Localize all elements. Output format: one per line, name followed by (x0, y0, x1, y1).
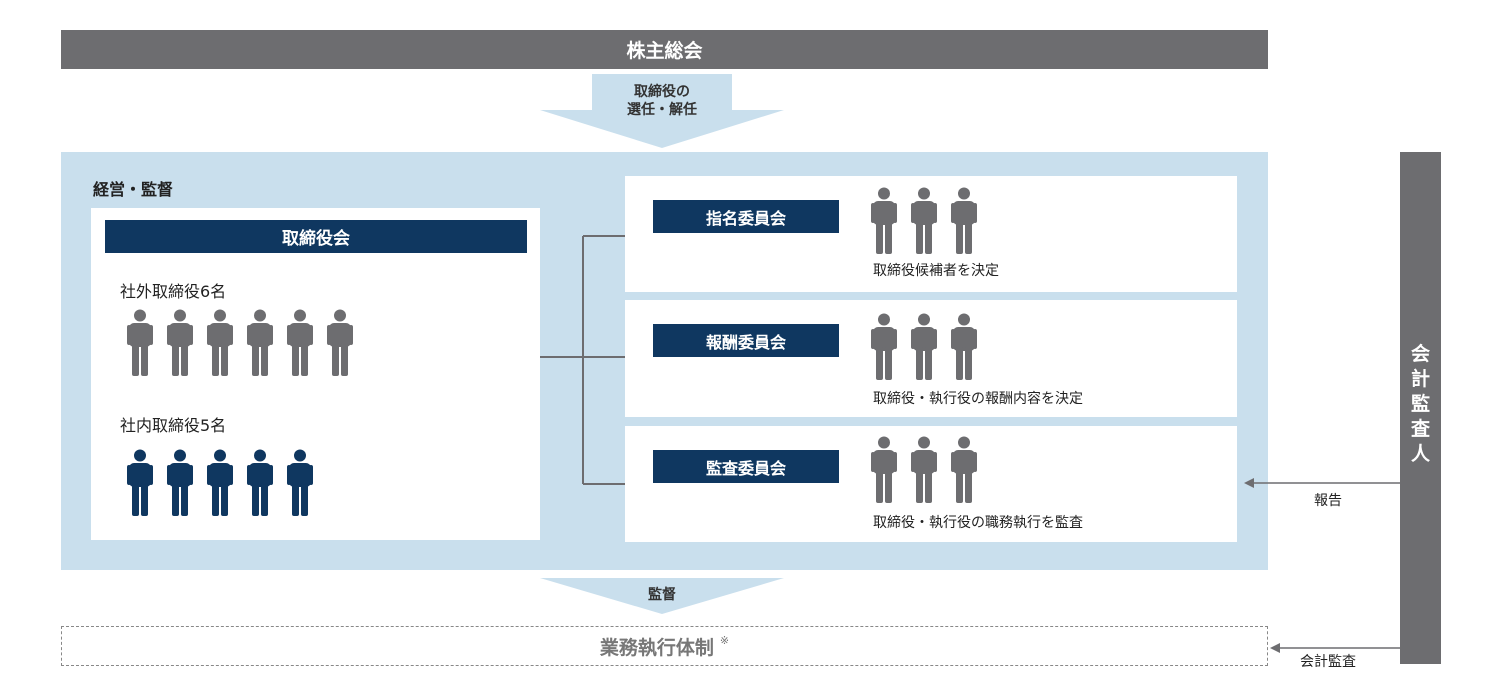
person-icon (911, 187, 937, 254)
person-icon (247, 309, 273, 376)
person-icon (911, 313, 937, 380)
audit-committee-title: 監査委員会 (653, 450, 839, 483)
person-icon (287, 449, 313, 516)
person-icon (167, 309, 193, 376)
note-mark: ※ (719, 633, 730, 647)
report-arrow-icon (1244, 478, 1400, 488)
supervision-arrow-icon (540, 578, 784, 614)
audit-members (871, 436, 981, 506)
inside-directors-label: 社内取締役5名 (120, 416, 227, 435)
person-icon (287, 309, 313, 376)
compensation-members (871, 313, 981, 383)
person-icon (327, 309, 353, 376)
person-icon (207, 309, 233, 376)
shareholders-meeting-label: 株主総会 (626, 40, 703, 62)
nomination-desc: 取締役候補者を決定 (873, 263, 999, 279)
outside-directors-label: 社外取締役6名 (120, 282, 227, 301)
person-icon (871, 436, 897, 503)
compensation-committee-title: 報酬委員会 (653, 324, 839, 357)
compensation-committee: 報酬委員会 取締役・執行役の報酬内容を決定 (625, 300, 1237, 417)
supervision-label: 監督 (648, 587, 676, 603)
shareholders-meeting-bar: 株主総会 (61, 30, 1268, 69)
board-box (91, 208, 540, 540)
execution-structure-title: 業務執行体制 (599, 636, 714, 659)
person-icon (871, 187, 897, 254)
person-icon (871, 313, 897, 380)
audit-arrow-icon (1270, 643, 1400, 653)
person-icon (247, 449, 273, 516)
management-label: 経営・監督 (93, 180, 174, 199)
audit-committee: 監査委員会 取締役・執行役の職務執行を監査 (625, 426, 1237, 542)
accounting-auditor-bar: 会 計 監 査 人 (1400, 152, 1441, 664)
person-icon (127, 309, 153, 376)
board-title: 取締役会 (105, 220, 527, 253)
inside-directors-group (127, 449, 367, 519)
person-icon (951, 187, 977, 254)
down-arrow-icon (540, 74, 784, 148)
person-icon (127, 449, 153, 516)
nomination-committee-title: 指名委員会 (653, 200, 839, 233)
connector-lines (540, 235, 625, 485)
person-icon (951, 313, 977, 380)
outside-directors-group (127, 309, 367, 379)
audit-desc: 取締役・執行役の職務執行を監査 (873, 515, 1083, 531)
person-icon (167, 449, 193, 516)
appoint-dismiss-label: 取締役の 選任・解任 (627, 84, 697, 118)
accounting-audit-label: 会計監査 (1300, 654, 1356, 670)
nomination-committee: 指名委員会 取締役候補者を決定 (625, 176, 1237, 292)
person-icon (207, 449, 233, 516)
person-icon (911, 436, 937, 503)
accounting-auditor-label: 会 計 監 査 人 (1410, 343, 1430, 465)
person-icon (951, 436, 977, 503)
compensation-desc: 取締役・執行役の報酬内容を決定 (873, 391, 1083, 407)
report-label: 報告 (1314, 493, 1342, 509)
execution-structure-box: 業務執行体制 ※ (61, 626, 1268, 666)
nomination-members (871, 187, 981, 257)
